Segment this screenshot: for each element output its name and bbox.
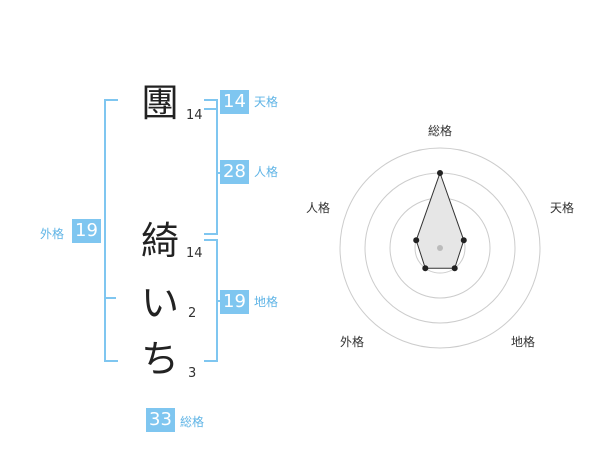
char-3-strokes: 2 <box>188 306 197 321</box>
char-2-strokes: 14 <box>186 246 203 261</box>
tenkaku-tick <box>204 108 218 110</box>
radar-points <box>413 170 467 272</box>
gaikaku-badge: 19 <box>72 219 101 243</box>
chikaku-tick <box>216 300 222 302</box>
soukaku-label: 総格 <box>180 415 205 429</box>
char-3: い <box>140 281 179 325</box>
radar-point-chikaku <box>451 265 458 272</box>
jinkaku-label: 人格 <box>254 165 279 179</box>
radar-point-soukaku <box>437 170 443 176</box>
char-1-strokes: 14 <box>186 108 203 123</box>
soukaku-badge: 33 <box>146 408 175 432</box>
chikaku-badge: 19 <box>220 290 249 314</box>
radar-ring <box>339 147 541 349</box>
radar-label-left: 人格 <box>306 200 330 215</box>
char-1: 團 <box>140 81 179 125</box>
char-4: ち <box>140 337 179 381</box>
radar-point-gaikaku <box>422 265 429 272</box>
char-4-strokes: 3 <box>188 366 197 381</box>
jinkaku-tick <box>216 172 222 174</box>
radar-label-top: 総格 <box>428 123 452 138</box>
radar-point-jinkaku <box>413 237 420 244</box>
radar-polygon <box>415 171 465 269</box>
radar-label-bottom-left: 外格 <box>340 334 364 349</box>
radar-center <box>437 245 443 251</box>
char-2: 綺 <box>140 219 179 263</box>
gaikaku-label: 外格 <box>40 227 65 241</box>
gaikaku-bracket-mid-tick <box>104 297 116 299</box>
radar-label-right: 天格 <box>550 200 574 215</box>
tenkaku-label: 天格 <box>254 95 279 109</box>
gaikaku-bracket <box>104 99 118 362</box>
tenkaku-bracket <box>204 99 218 235</box>
radar-label-bottom-right: 地格 <box>511 334 535 349</box>
radar-point-tenkaku <box>460 237 467 244</box>
tenkaku-badge: 14 <box>220 90 249 114</box>
chikaku-label: 地格 <box>254 295 279 309</box>
jinkaku-badge: 28 <box>220 160 249 184</box>
